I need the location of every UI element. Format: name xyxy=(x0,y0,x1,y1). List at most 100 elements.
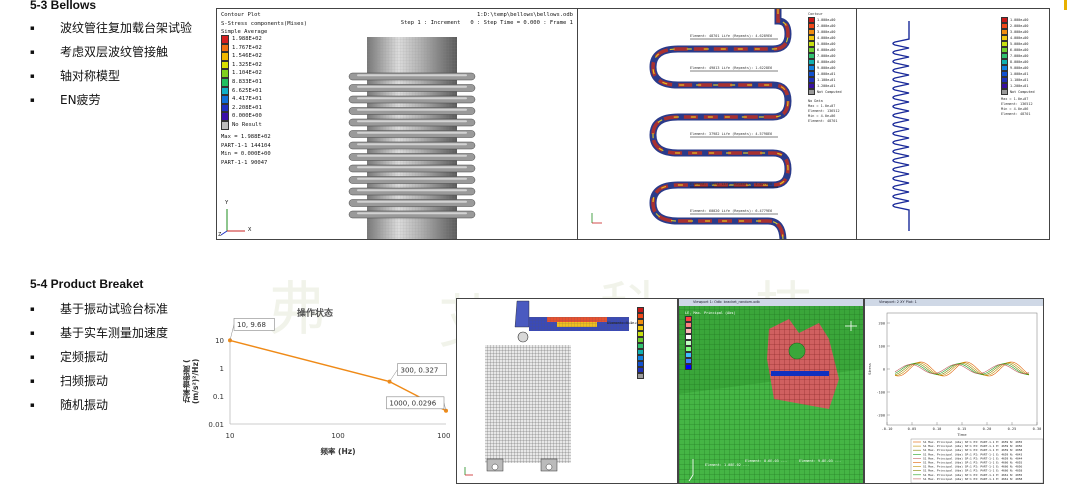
contour-header-line: Contour Plot xyxy=(221,12,261,18)
legend-value: 1.200e+01 xyxy=(1010,84,1029,88)
bullet-item: 波纹管往复加载台架试验 xyxy=(30,18,192,42)
legend-entry xyxy=(637,337,644,343)
strain-element-note: Element: 9.8E-03 ... xyxy=(799,459,842,463)
element-life-label: Element: 44983 Life (Repeats): 5.6278E6 xyxy=(690,182,773,186)
contour-stat-line: Min = 0.000E+00 xyxy=(221,151,271,158)
psd-x-tick-label: 1000 xyxy=(437,432,450,440)
viewport-title-bar[interactable]: Viewport 1: Odb: bracket_random.odb xyxy=(679,299,863,306)
legend-entry xyxy=(685,352,692,358)
legend-swatch xyxy=(637,349,644,355)
legend-swatch xyxy=(221,52,229,61)
legend-swatch xyxy=(808,89,815,95)
bellows-ring xyxy=(348,118,476,127)
time-legend-entry: S1 Max. Principal (Abs) SP:1 PI: PART-1-… xyxy=(923,456,1022,460)
legend-swatch xyxy=(221,60,229,70)
legend-entry xyxy=(637,319,644,325)
legend-entry xyxy=(637,349,644,355)
legend-value: 1.000e+00 xyxy=(1010,18,1029,22)
time-legend-entry: S1 Max. Principal (Abs) SP:1 PI: PART-1-… xyxy=(923,448,1022,452)
time-legend-entry: S1 Max. Principal (Abs) SP:1 PI: PART-1-… xyxy=(923,440,1022,444)
psd-annotation-label: 300, 0.327 xyxy=(401,366,439,374)
mini-axis-triad xyxy=(591,213,602,224)
legend-swatch xyxy=(808,41,815,47)
stress-trace xyxy=(895,362,1030,376)
legend-stats-right: Max = 1.0e+07 Element: 136512 Min = 4.0e… xyxy=(1001,97,1033,117)
bracket-mesh-model xyxy=(464,300,633,476)
legend-swatch xyxy=(808,71,815,77)
strain-legend xyxy=(685,316,692,370)
time-legend-entry: S1 Max. Principal (Abs) SP:1 PI: PART-1-… xyxy=(923,473,1022,477)
legend-swatch xyxy=(221,35,229,44)
legend-entry: 2.000e+00 xyxy=(1001,23,1035,29)
legend-swatch xyxy=(221,43,229,53)
psd-annotation-box xyxy=(386,396,445,410)
contour-stat-line: PART-1-1 144104 xyxy=(221,142,271,149)
legend-swatch xyxy=(685,340,692,346)
legend-swatch xyxy=(1001,59,1008,65)
bullet-item: 定频振动 xyxy=(30,347,168,371)
legend-entry: 7.000e+00 xyxy=(1001,53,1035,59)
legend-swatch xyxy=(221,69,229,78)
legend-entry xyxy=(685,328,692,334)
plot-frame xyxy=(886,312,1038,426)
strain-element-note: Element: 1.08E-02 ... xyxy=(705,463,750,467)
bellows-ring xyxy=(348,176,476,184)
legend-entry: 5.000e+00 xyxy=(808,41,842,47)
bracket-mesh-viewport[interactable]: Element: 9.1e+05 xyxy=(456,298,678,484)
psd-annotation-label: 1000, 0.0296 xyxy=(389,400,436,408)
legend-value: 5.000e+00 xyxy=(817,42,836,46)
legend-swatch xyxy=(1001,53,1008,59)
legend-entry: 3.000e+00 xyxy=(808,29,842,35)
legend-swatch xyxy=(685,322,692,328)
legend-value: 8.833E+01 xyxy=(232,78,262,85)
bellows-ring xyxy=(348,72,476,81)
mini-axis-triad xyxy=(464,467,473,476)
bellows-profile-curve xyxy=(591,9,792,239)
contour-header-line: S-Stress components(Mises) xyxy=(221,20,308,27)
legend-entry: 1.000e+01 xyxy=(1001,71,1035,77)
bellows-convolutions xyxy=(348,72,476,219)
legend-swatch xyxy=(637,367,644,373)
legend-swatch xyxy=(685,334,692,340)
legend-swatch xyxy=(1001,35,1008,41)
bellows-ring xyxy=(348,95,476,104)
element-life-label: Element: 49013 Life (Repeats): 1.6228E6 xyxy=(690,66,773,70)
legend-value: 8.000e+00 xyxy=(1010,60,1029,64)
legend-swatch xyxy=(637,331,644,337)
time-legend-entry: S1 Max. Principal (Abs) SP:1 PI: PART-1-… xyxy=(923,465,1022,469)
contour-header-line: Simple Average xyxy=(221,29,268,36)
time-legend-entry: S1 Max. Principal (Abs) SP:1 PI: PART-1-… xyxy=(923,444,1022,448)
time-y-tick-label: 100 xyxy=(879,345,886,349)
legend-entry xyxy=(637,355,644,361)
bellows-contour-viewport[interactable]: Contour Plot S-Stress components(Mises) … xyxy=(216,8,578,240)
axis-triad xyxy=(220,209,245,236)
legend-entry: 4.000e+00 xyxy=(1001,35,1035,41)
legend-swatch xyxy=(685,346,692,352)
section-title-bellows: 5-3 Bellows xyxy=(30,0,97,12)
psd-annotation-label: 10, 9.68 xyxy=(237,321,266,329)
bullet-item: 考虑双层波纹管接触 xyxy=(30,42,192,66)
legend-swatch xyxy=(808,35,815,41)
legend-swatch xyxy=(685,316,692,322)
legend-value: 8.000e+00 xyxy=(817,60,836,64)
time-y-tick-label: -100 xyxy=(876,391,885,395)
plot-title-bar[interactable]: Viewport: 2 XY Plot: 1 xyxy=(865,299,1043,306)
bracket-strain-viewport[interactable]: Viewport 1: Odb: bracket_random.odb LE, … xyxy=(678,298,864,484)
bellows-fatigue-viewport[interactable]: Element: 48701 Life (Repeats): 4.6289E6 … xyxy=(577,8,857,240)
legend-entry: 1.000e+01 xyxy=(808,71,842,77)
contour-stat-line: Max = 1.988E+02 xyxy=(221,134,271,140)
legend-swatch xyxy=(221,112,229,121)
section-title-bracket: 5-4 Product Breaket xyxy=(30,277,144,291)
legend-swatch xyxy=(1001,47,1008,53)
bracket-element-label: Element: 9.1e+05 xyxy=(607,321,641,325)
legend-entry xyxy=(637,343,644,349)
time-x-tick-label: 0.30 xyxy=(1033,427,1042,431)
time-x-tick-label: 0.25 xyxy=(1008,427,1017,431)
bullet-item: 随机振动 xyxy=(30,395,168,419)
legend-swatch xyxy=(1001,89,1008,95)
legend-swatch xyxy=(1001,83,1008,89)
